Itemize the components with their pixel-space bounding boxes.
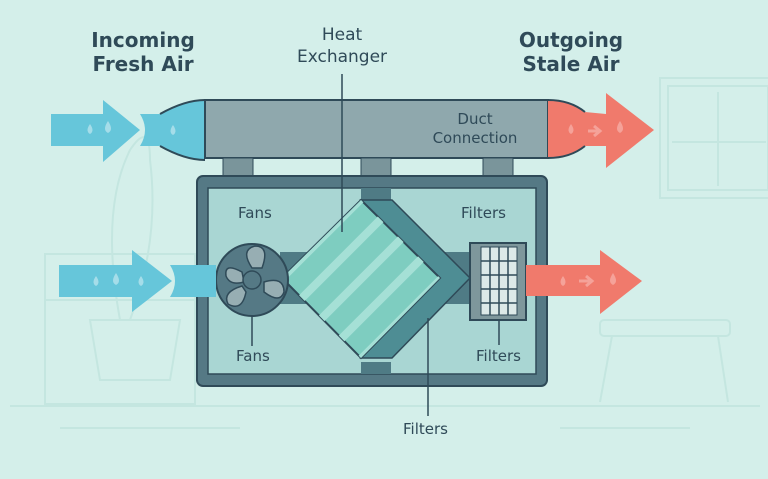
title-line: Fresh Air xyxy=(92,52,194,76)
water-drop-icon xyxy=(568,121,623,134)
heat-exchanger-core xyxy=(280,198,442,360)
water-drop-icon xyxy=(93,273,144,286)
duct-connection-label: Duct Connection xyxy=(420,110,530,148)
background-decor xyxy=(10,77,768,429)
outgoing-stale-air-arrow-bottom xyxy=(526,250,642,314)
filters-label-right: Filters xyxy=(476,347,521,365)
filter-grid-icon xyxy=(469,242,527,321)
title-line: Outgoing xyxy=(518,28,624,52)
fans-label-bottom: Fans xyxy=(236,347,270,365)
plant-decor xyxy=(111,136,154,321)
fans-label-top: Fans xyxy=(238,204,272,222)
hrv-unit xyxy=(196,175,548,387)
arrow-right-icon xyxy=(579,274,595,288)
duct-connection xyxy=(204,99,549,177)
label-line: Exchanger xyxy=(296,47,388,67)
outgoing-stale-air-arrow-top xyxy=(547,93,654,168)
fan-icon xyxy=(215,243,289,317)
leader-lines xyxy=(251,74,500,416)
window-decor xyxy=(659,77,768,199)
water-drop-icon xyxy=(560,273,616,286)
heat-exchanger-label: Heat Exchanger xyxy=(282,24,402,68)
cabinet-decor xyxy=(44,253,196,405)
filters-label-top: Filters xyxy=(461,204,506,222)
incoming-fresh-air-arrow-top xyxy=(51,99,206,162)
title-line: Stale Air xyxy=(522,52,620,76)
stool-decor xyxy=(599,319,731,337)
incoming-fresh-air-arrow-bottom xyxy=(59,250,216,312)
filters-label-bottom: Filters xyxy=(403,420,448,438)
label-line: Connection xyxy=(432,129,518,147)
arrow-right-icon xyxy=(588,124,603,138)
incoming-fresh-air-title: Incoming Fresh Air xyxy=(78,28,208,76)
label-line: Duct xyxy=(457,110,493,128)
title-line: Incoming xyxy=(91,28,195,52)
outgoing-stale-air-title: Outgoing Stale Air xyxy=(506,28,636,76)
label-line: Heat xyxy=(321,25,363,45)
water-drop-icon xyxy=(87,121,176,135)
